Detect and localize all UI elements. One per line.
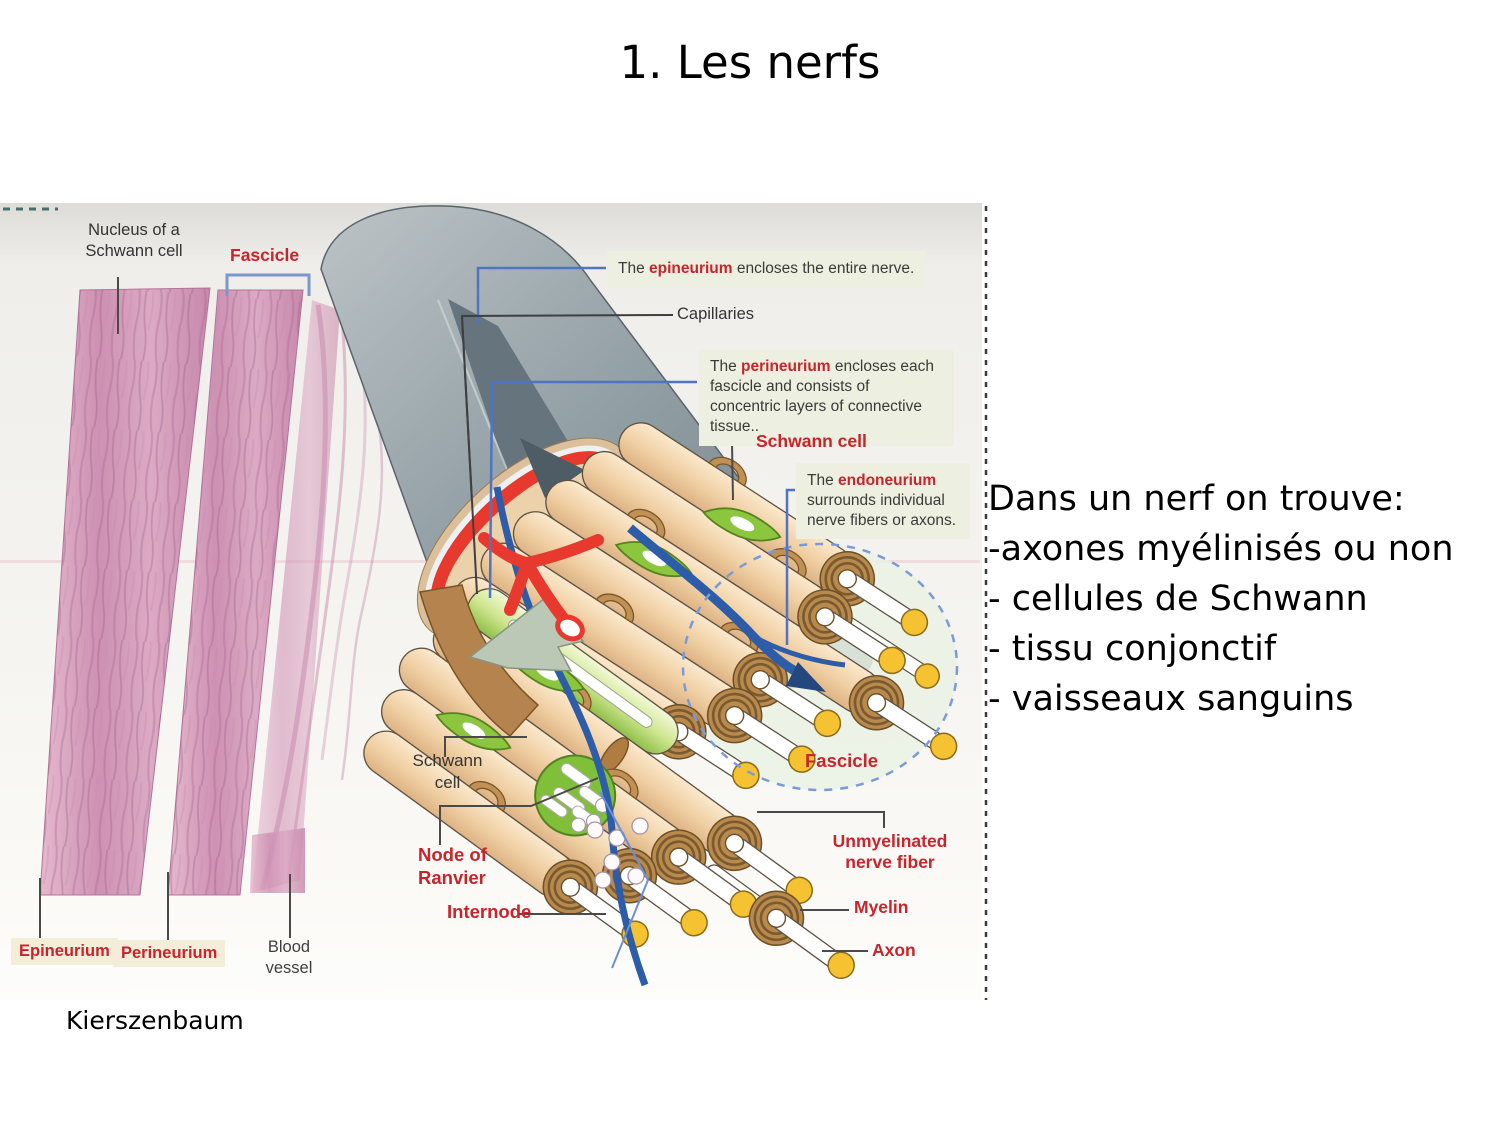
cut-shadow-wedge: [520, 438, 585, 498]
body-line: - tissu conjonctif: [988, 629, 1277, 669]
fascicle-dashed-outline: [681, 542, 959, 792]
label-myelin: Myelin: [854, 897, 909, 917]
callout-leader-lines: [439, 266, 885, 952]
micrograph-leader-lines: [39, 277, 291, 940]
epineurium-term: epineurium: [649, 260, 733, 277]
endoneurium-term: endoneurium: [838, 472, 937, 489]
capillary-long: [493, 486, 649, 987]
perineurium-term: perineurium: [741, 358, 831, 375]
body-line: - vaisseaux sanguins: [988, 679, 1354, 719]
label-schwann-cell-left: Schwann cell: [412, 751, 483, 793]
unmyelinated-fibers: [586, 817, 649, 889]
label-axon: Axon: [872, 940, 916, 960]
label-unmyelinated-fiber: Unmyelinated nerve fiber: [832, 831, 948, 873]
body-line: Dans un nerf on trouve:: [988, 479, 1405, 519]
body-line: -axones myélinisés ou non: [988, 529, 1454, 569]
body-line: - cellules de Schwann: [988, 579, 1368, 619]
label-nucleus-schwann-cell: Nucleus of a Schwann cell: [85, 221, 183, 261]
label-fascicle-top: Fascicle: [230, 245, 300, 265]
vessel-cut-end: [555, 614, 585, 642]
perineurium-crescent: [419, 584, 540, 738]
internode-bracket: [599, 791, 650, 969]
attribution: Kierszenbaum: [66, 1006, 244, 1035]
label-perineurium-bottom: Perineurium: [113, 940, 226, 967]
callout-epineurium: The epineurium encloses the entire nerve…: [607, 251, 926, 288]
capillary-band-upper: [627, 524, 846, 692]
body-text: Dans un nerf on trouve: -axones myélinis…: [988, 474, 1454, 724]
fascicle-bracket: [225, 273, 311, 296]
label-schwann-cell-top: Schwann cell: [756, 431, 867, 451]
callout-endoneurium: The endoneurium surrounds individual ner…: [796, 463, 970, 540]
label-internode: Internode: [447, 901, 532, 922]
label-fascicle-diagram: Fascicle: [805, 750, 879, 771]
callout-perineurium: The perineurium encloses each fascicle a…: [699, 349, 954, 446]
label-epineurium-bottom: Epineurium: [11, 938, 118, 965]
nerve-micrograph: [39, 287, 384, 896]
label-node-of-ranvier: Node of Ranvier: [418, 844, 487, 889]
page-title: 1. Les nerfs: [619, 36, 881, 89]
label-blood-vessel: Blood vessel: [265, 938, 313, 978]
label-capillaries: Capillaries: [677, 305, 755, 323]
